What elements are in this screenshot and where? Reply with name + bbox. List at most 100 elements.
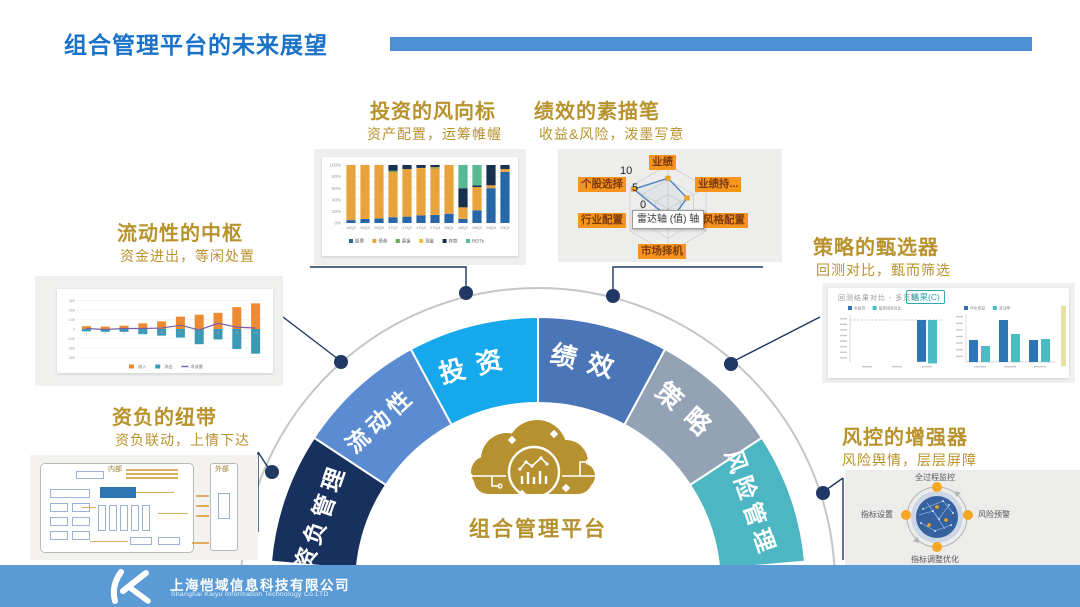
company-name-cn: 上海恺域信息科技有限公司: [170, 578, 350, 593]
risk-node-label-top: 全过程监控: [915, 473, 955, 482]
diagram-box: [126, 473, 178, 475]
connector-dot: [334, 355, 348, 369]
diagram-box: [126, 469, 178, 471]
svg-text:40%: 40%: [332, 197, 341, 202]
svg-text:0%: 0%: [334, 221, 341, 226]
diagram-box: [76, 471, 104, 479]
radar-axis-label: 行业配置: [578, 213, 626, 228]
diagram-box: [109, 505, 117, 531]
connector-dot: [606, 289, 620, 303]
diagram-box: [120, 505, 128, 531]
radar-scale-5: 5: [632, 182, 639, 194]
diagram-box: [196, 505, 209, 507]
radar-scale-10: 10: [620, 165, 633, 177]
connector-line: [825, 477, 844, 491]
svg-text:17Q1: 17Q1: [388, 225, 399, 230]
radar-axis-label: 业绩: [649, 155, 676, 170]
svg-text:20%: 20%: [332, 209, 341, 214]
svg-text:3: 3: [123, 331, 125, 335]
connector-line: [612, 266, 763, 291]
svg-text:17Q2: 17Q2: [402, 225, 413, 230]
svg-text:200: 200: [69, 308, 75, 312]
diagram-box: [50, 517, 68, 526]
svg-text:19Q1: 19Q1: [500, 225, 511, 230]
risk-cycle-diagram: [901, 482, 973, 552]
diagram-box: [131, 505, 139, 531]
svg-text:18Q3: 18Q3: [472, 225, 483, 230]
svg-text:年化收益: 年化收益: [970, 306, 985, 311]
callout-performance-title: 绩效的素描笔: [534, 101, 660, 123]
risk-node-label-bottom: 指标调整优化: [911, 555, 959, 564]
scrollbar[interactable]: [1061, 306, 1066, 366]
svg-text:16Q3: 16Q3: [360, 225, 371, 230]
connector-dot: [265, 465, 279, 479]
svg-text:6: 6: [179, 331, 181, 335]
diagram-box: [72, 531, 90, 540]
svg-text:REITs: REITs: [472, 239, 485, 244]
svg-text:存款: 存款: [449, 238, 458, 245]
diagram-box: [82, 507, 96, 508]
svg-text:波动率: 波动率: [999, 306, 1011, 311]
diagram-box: [50, 503, 68, 512]
external-region-box: [210, 463, 238, 551]
radar-axis-label: 市场择机: [638, 244, 686, 259]
diagram-box: [126, 477, 178, 479]
radar-axis-label: 个股选择: [578, 177, 626, 192]
callout-strategy-title: 策略的甄选器: [813, 237, 939, 259]
svg-text:债券: 债券: [378, 238, 387, 245]
callout-invest-title: 投资的风向标: [370, 101, 496, 123]
diagram-box: [196, 495, 209, 497]
svg-text:18Q4: 18Q4: [486, 225, 497, 230]
cycle-node-dot: [963, 510, 973, 520]
callout-performance-subtitle: 收益&风险，泼墨写意: [539, 126, 685, 142]
diagram-box: [50, 531, 68, 540]
svg-text:净流量: 净流量: [190, 363, 203, 370]
diagram-box: [98, 505, 106, 531]
svg-text:60%: 60%: [332, 186, 341, 191]
diagram-box: [158, 513, 188, 514]
diagram-box: [100, 487, 136, 498]
svg-text:10: 10: [254, 331, 258, 335]
callout-liquidity-title: 流动性的中枢: [117, 223, 243, 245]
connector-line: [282, 316, 339, 360]
svg-text:流出: 流出: [164, 363, 172, 370]
balance-panel: 内部 外部: [30, 455, 258, 560]
backtest-chart-left: 本组合基准组合对比: [840, 306, 942, 368]
platform-label: 组合管理平台: [469, 518, 607, 541]
svg-text:17Q4: 17Q4: [430, 225, 441, 230]
callout-balance-title: 资负的纽带: [112, 407, 217, 429]
svg-text:5: 5: [161, 331, 163, 335]
diagram-box: [218, 493, 230, 519]
svg-text:16Q4: 16Q4: [374, 225, 385, 230]
svg-text:4: 4: [142, 331, 144, 335]
cloud-chart-icon: [467, 420, 601, 499]
risk-node-label-left: 指标设置: [861, 510, 893, 519]
svg-text:基准组合对比: 基准组合对比: [879, 306, 902, 311]
cycle-node-dot: [932, 542, 942, 552]
connector-dot: [816, 486, 830, 500]
svg-text:18Q1: 18Q1: [444, 225, 455, 230]
callout-invest-subtitle: 资产配置，运筹帷幄: [367, 126, 502, 142]
connector-line: [257, 451, 270, 470]
svg-text:现金: 现金: [425, 238, 434, 245]
diagram-box: [90, 541, 128, 542]
internal-region-label: 内部: [108, 466, 122, 473]
svg-text:100: 100: [69, 318, 75, 322]
diagram-box: [130, 537, 152, 545]
diagram-box: [158, 537, 180, 545]
risk-node-label-right: 风险预警: [978, 510, 1010, 519]
external-region-label: 外部: [215, 466, 229, 473]
svg-text:0: 0: [73, 327, 75, 331]
callout-risk-subtitle: 风险舆情，层层屏障: [842, 452, 977, 468]
connector-line: [310, 266, 467, 288]
svg-text:1: 1: [85, 331, 87, 335]
svg-text:股票: 股票: [355, 239, 364, 245]
radar-axis-label: 业绩持...: [695, 177, 742, 192]
footer-bar: [0, 565, 1080, 607]
svg-text:2: 2: [104, 331, 106, 335]
